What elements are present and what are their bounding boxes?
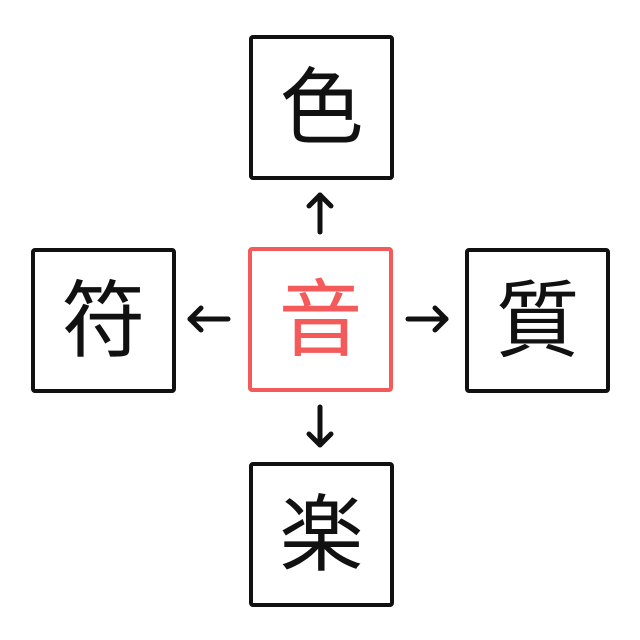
right-kanji-box: 質 — [465, 248, 610, 393]
arrow-down-icon — [306, 404, 334, 448]
bottom-kanji: 楽 — [279, 485, 364, 584]
arrow-left-icon — [187, 305, 231, 333]
left-kanji: 符 — [61, 271, 146, 370]
right-kanji: 質 — [495, 271, 580, 370]
bottom-kanji-box: 楽 — [249, 462, 394, 607]
left-kanji-box: 符 — [31, 248, 176, 393]
arrow-up-icon — [306, 192, 334, 235]
center-kanji: 音 — [278, 270, 363, 369]
top-kanji-box: 色 — [249, 35, 394, 180]
top-kanji: 色 — [279, 58, 364, 157]
arrow-right-icon — [405, 305, 449, 333]
center-kanji-box: 音 — [248, 247, 393, 392]
